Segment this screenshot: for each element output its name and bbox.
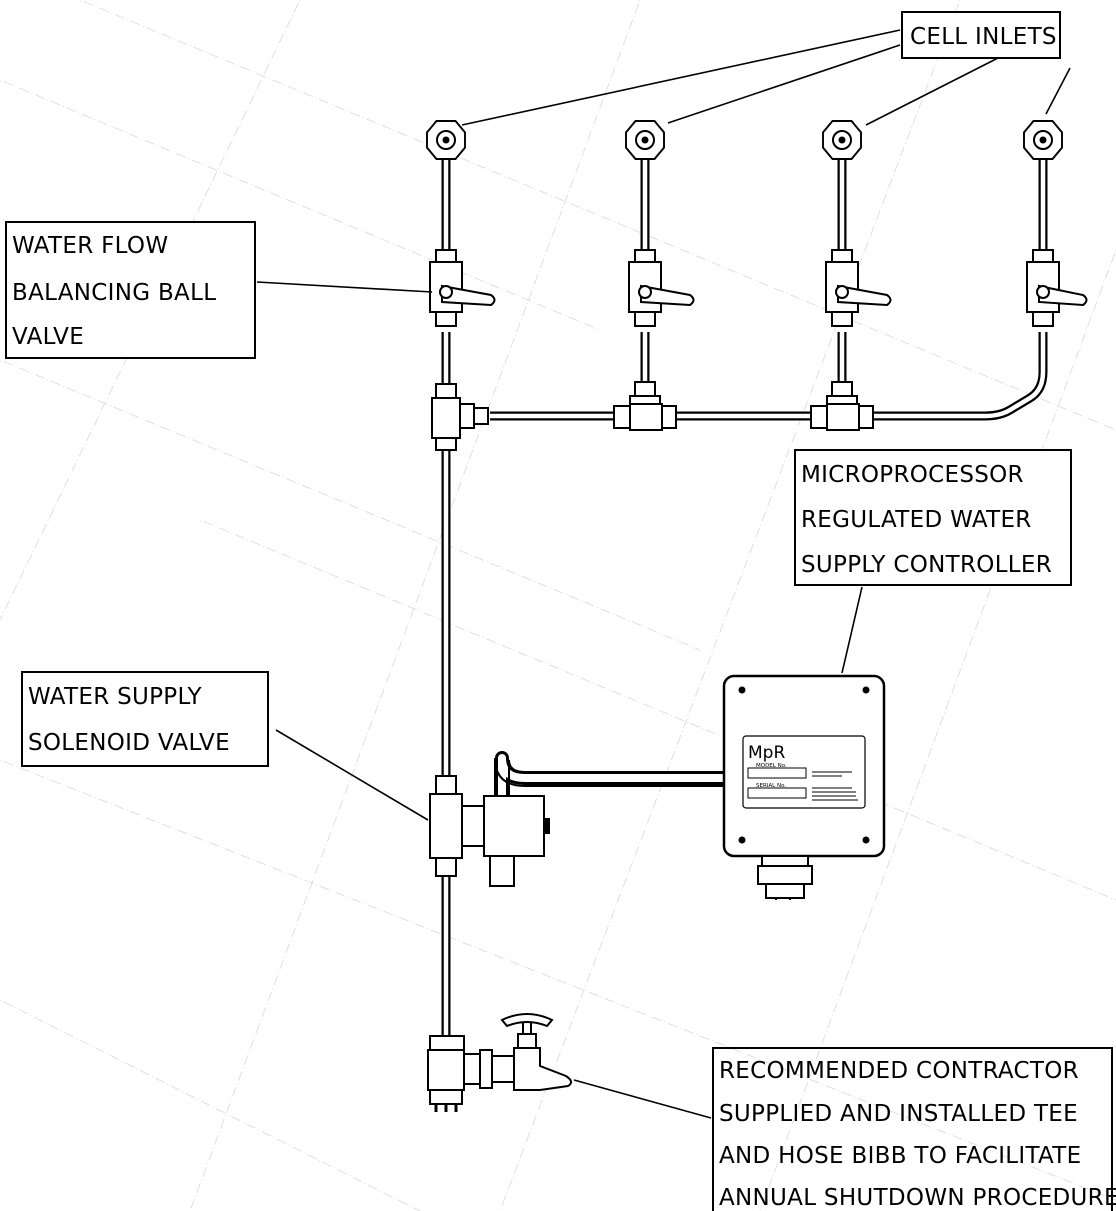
nameplate-model-label: MODEL No. (756, 763, 787, 769)
solenoid-label-line2: SOLENOID VALVE (28, 730, 230, 756)
callout-solenoid: WATER SUPPLY SOLENOID VALVE (21, 671, 429, 821)
controller-label-line2: REGULATED WATER (801, 507, 1032, 533)
controller-enclosure: MpR MODEL No. SERIAL No. (722, 674, 886, 899)
controller-nameplate: MpR MODEL No. SERIAL No. (742, 735, 866, 809)
controller-label-line1: MICROPROCESSOR (801, 462, 1024, 488)
piping (441, 160, 1048, 1040)
tee-bibb-label-line3: AND HOSE BIBB TO FACILITATE (719, 1143, 1081, 1169)
cell-inlets-label: CELL INLETS (910, 24, 1057, 50)
solenoid-valve (429, 775, 550, 887)
nameplate-serial-label: SERIAL No. (756, 783, 786, 789)
ball-valve-label-line2: BALANCING BALL (12, 280, 216, 306)
tee-bibb-label-line4: ANNUAL SHUTDOWN PROCEDURE (719, 1185, 1116, 1211)
callout-ball-valve: WATER FLOW BALANCING BALL VALVE (5, 221, 433, 359)
ball-valves (429, 249, 1088, 327)
tee-bibb-label-line1: RECOMMENDED CONTRACTOR (719, 1058, 1079, 1084)
tee-bibb-label-line2: SUPPLIED AND INSTALLED TEE (719, 1101, 1078, 1127)
solenoid-label-line1: WATER SUPPLY (28, 684, 203, 710)
tee-and-hose-bibb (427, 1013, 572, 1112)
nameplate-brand: MpR (748, 743, 785, 763)
ball-valve-label-line1: WATER FLOW (12, 233, 168, 259)
callout-cell-inlets: CELL INLETS (461, 11, 1071, 126)
cell-inlet-fittings (426, 120, 1063, 160)
ball-valve-label-line3: VALVE (12, 324, 84, 350)
callout-controller: MICROPROCESSOR REGULATED WATER SUPPLY CO… (794, 449, 1072, 674)
controller-label-line3: SUPPLY CONTROLLER (801, 552, 1052, 578)
pipe-tees (431, 381, 874, 451)
callout-tee-bibb: RECOMMENDED CONTRACTOR SUPPLIED AND INST… (573, 1047, 1116, 1211)
